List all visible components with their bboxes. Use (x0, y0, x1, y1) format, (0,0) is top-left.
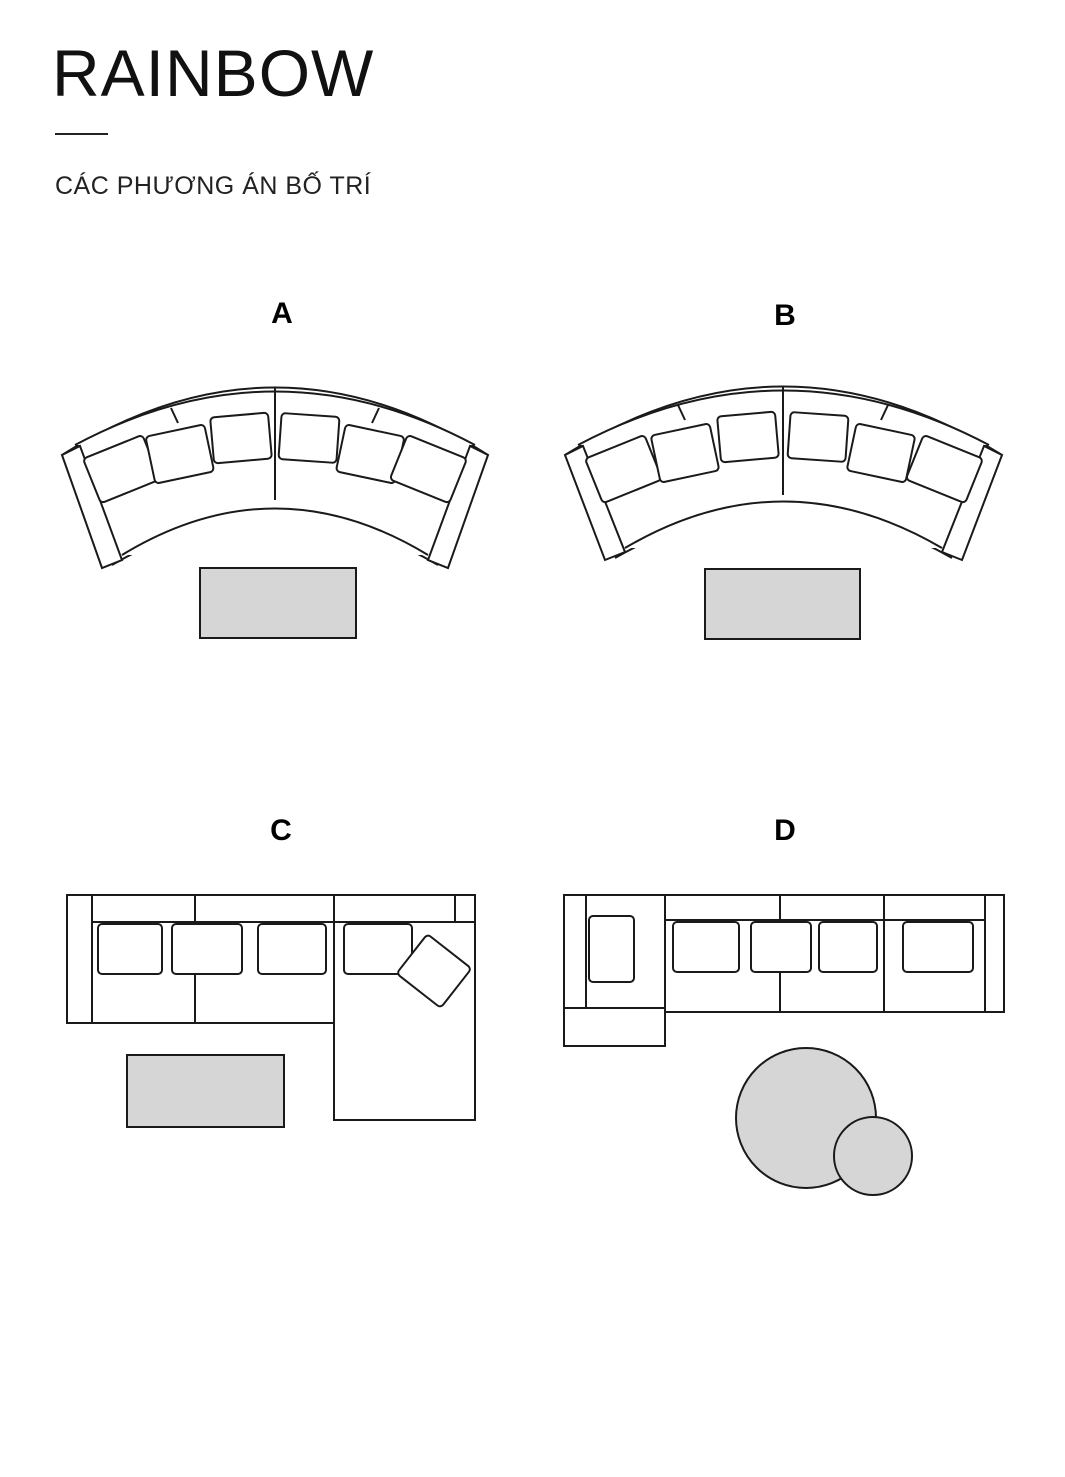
layout-c-chaise-sofa (66, 894, 476, 1121)
brand-title: RAINBOW (52, 36, 375, 110)
option-label-a: A (271, 297, 293, 330)
coffee-table-b (704, 568, 861, 640)
layout-d-corner-sofa (563, 894, 1005, 1047)
page-subtitle: CÁC PHƯƠNG ÁN BỐ TRÍ (55, 172, 372, 200)
title-divider (55, 133, 108, 135)
coffee-table-a (199, 567, 357, 639)
coffee-table-c (126, 1054, 285, 1128)
option-label-d: D (774, 814, 796, 847)
layout-b-curved-sofa (563, 385, 1004, 562)
option-label-b: B (774, 299, 796, 332)
option-label-c: C (270, 814, 292, 847)
round-table-small (833, 1116, 913, 1196)
layout-a-curved-sofa (60, 386, 490, 570)
